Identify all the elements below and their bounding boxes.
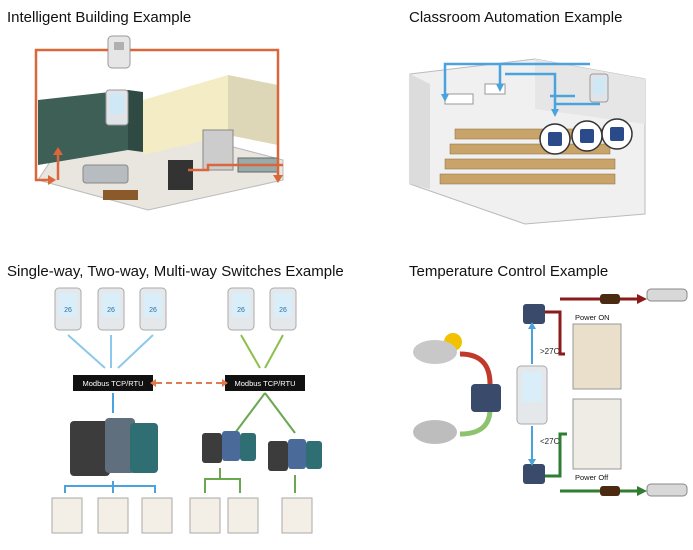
controller-module	[471, 384, 501, 412]
sunny-weather-icon	[413, 333, 462, 364]
cloudy-weather-icon	[413, 420, 457, 444]
lt-27c-label: <27C	[540, 437, 560, 446]
temperature-title: Temperature Control Example	[409, 263, 609, 280]
power-on-label: Power ON	[575, 313, 610, 322]
output-device-photos	[51, 497, 313, 534]
switches-title: Single-way, Two-way, Multi-way Switches …	[7, 263, 344, 280]
classroom-diagram	[409, 58, 646, 225]
wall-panel-icon	[589, 73, 609, 103]
io-modules-right	[202, 431, 322, 471]
classroom-title: Classroom Automation Example	[409, 9, 623, 26]
gateway-device-icon	[107, 35, 131, 69]
intelligent-building-diagram	[34, 35, 284, 211]
bus-label-left: Modbus TCP/RTU	[83, 379, 144, 388]
panel-reading: 26	[237, 307, 245, 314]
central-touch-panel-icon	[516, 365, 548, 425]
intelligent-building-title: Intelligent Building Example	[7, 9, 192, 26]
power-off-label: Power Off	[575, 473, 609, 482]
room-photo-on	[572, 323, 622, 390]
gt-27c-label: >27C	[540, 347, 560, 356]
panel-reading: 26	[107, 307, 115, 314]
room-photo-off	[572, 398, 622, 470]
panel-reading: 26	[64, 307, 72, 314]
panel-reading: 26	[149, 307, 157, 314]
ac-unit-bottom-icon	[646, 483, 688, 497]
ac-unit-top-icon	[646, 288, 688, 302]
switches-diagram: 26 26 26 26 26 Modbus TCP/RTU Modbus TCP…	[51, 287, 322, 534]
panel-reading: 26	[279, 307, 287, 314]
temperature-diagram: >27C <27C Power ON Power Off	[413, 288, 688, 497]
io-modules-left	[70, 418, 158, 476]
bus-label-right: Modbus TCP/RTU	[235, 379, 296, 388]
touch-panel-icon	[105, 89, 129, 126]
touch-panels-left: 26 26 26	[54, 287, 167, 331]
touch-panels-right: 26 26	[227, 287, 297, 331]
